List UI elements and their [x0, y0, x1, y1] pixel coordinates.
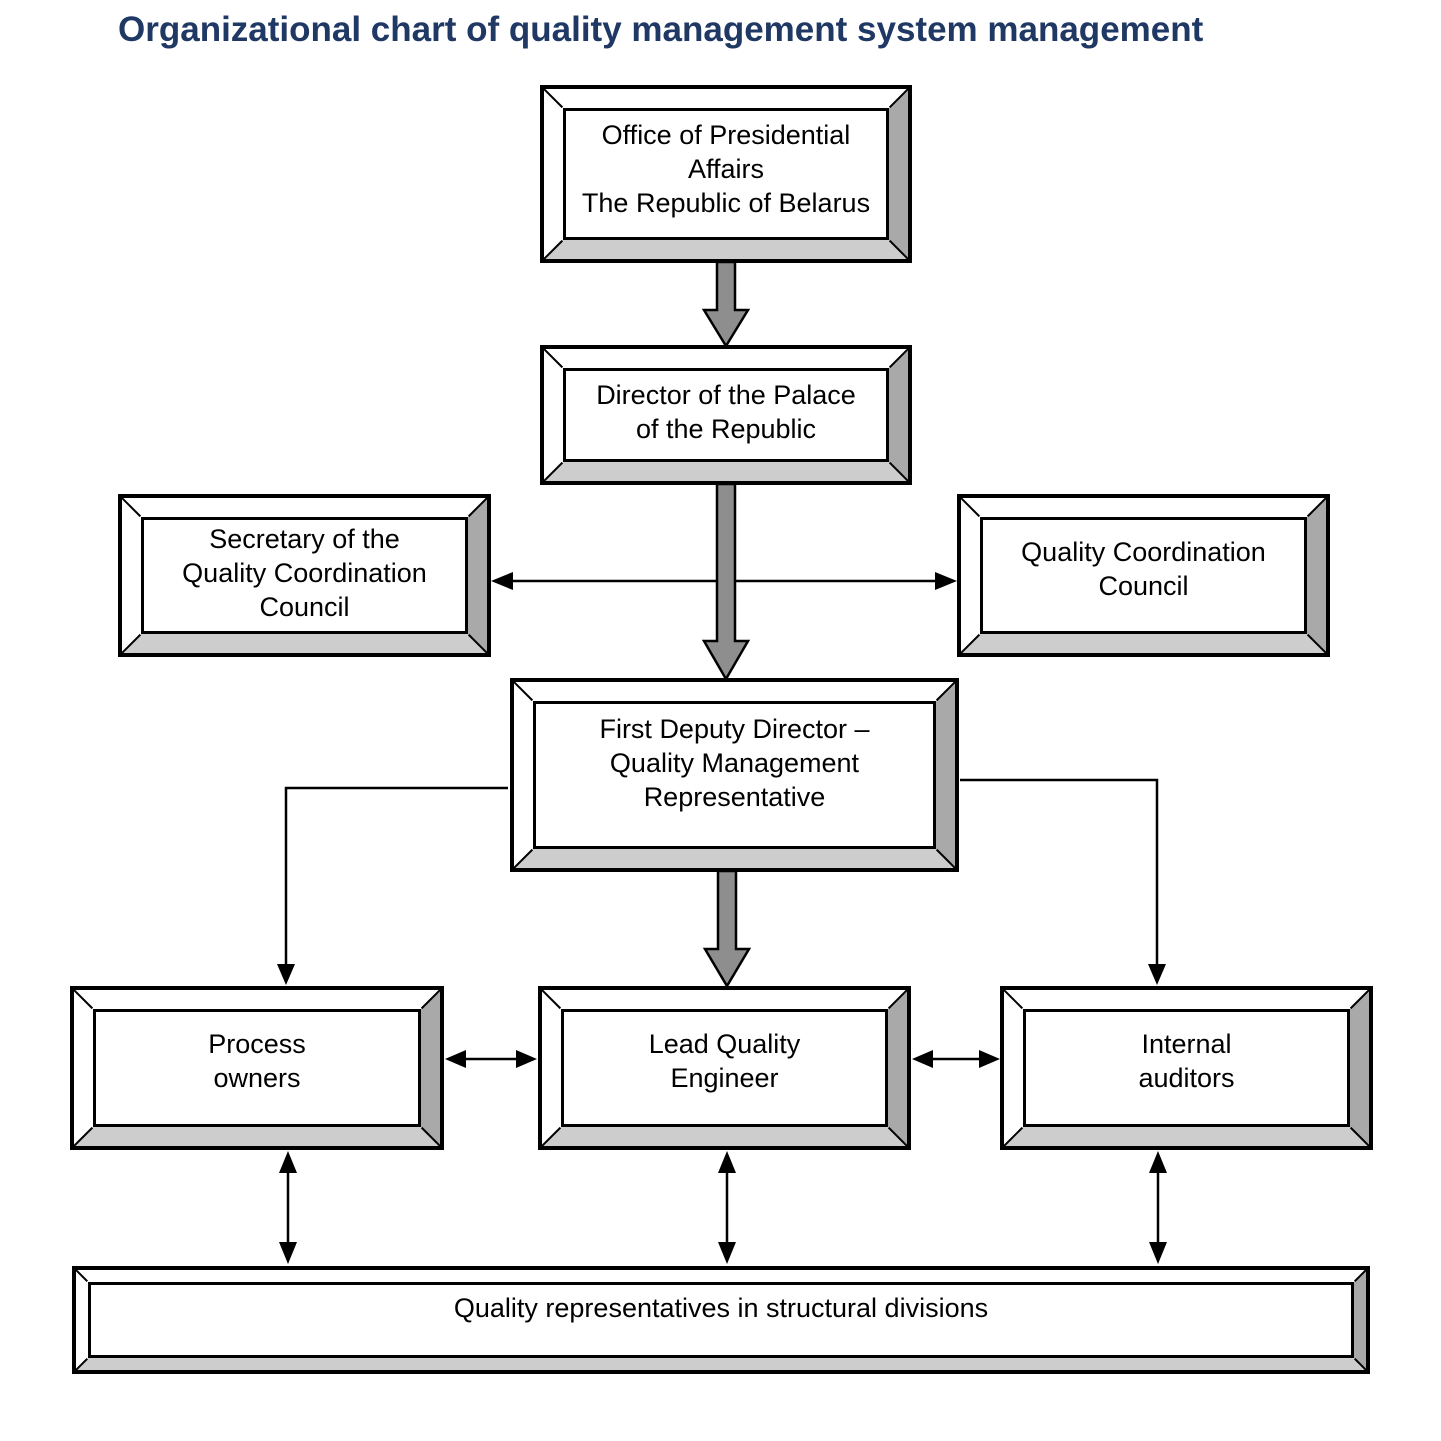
connector-secretary-council — [491, 572, 957, 590]
box-secretary-quality-council: Secretary of the Quality Coordination Co… — [118, 494, 491, 657]
box-bevel-frame — [122, 498, 487, 653]
connector-processowners-reps — [279, 1151, 297, 1264]
box-bevel-frame — [542, 990, 907, 1146]
box-label: First Deputy Director – Quality Manageme… — [533, 701, 936, 849]
box-lead-quality-engineer: Lead Quality Engineer — [538, 986, 911, 1150]
box-bevel-frame — [1004, 990, 1369, 1146]
box-quality-coordination-council: Quality Coordination Council — [957, 494, 1330, 657]
thick-down-arrow — [701, 260, 751, 349]
thick-down-arrow — [701, 482, 751, 682]
connector-auditors-reps — [1149, 1151, 1167, 1264]
arrowhead-down — [1149, 1242, 1167, 1264]
box-process-owners: Process owners — [70, 986, 444, 1150]
connector-firstdeputy-engineer — [702, 869, 752, 989]
connector-engineer-auditors — [912, 1050, 1000, 1068]
arrowhead-right — [979, 1050, 1000, 1068]
connector-engineer-reps — [718, 1151, 736, 1264]
arrowhead-left — [912, 1050, 933, 1068]
box-bevel-frame — [544, 349, 908, 481]
arrowhead-down — [718, 1242, 736, 1264]
arrowhead-left — [445, 1050, 466, 1068]
connector-firstdeputy-processowners — [277, 786, 508, 985]
arrowhead-up — [279, 1151, 297, 1173]
arrowhead-left — [491, 572, 513, 590]
box-bevel-frame — [74, 990, 440, 1146]
connector-office-director — [701, 260, 751, 349]
box-label: Quality representatives in structural di… — [88, 1282, 1354, 1358]
arrow-shaft — [284, 786, 508, 966]
arrowhead-down — [1148, 964, 1166, 985]
box-label: Process owners — [93, 1009, 421, 1127]
box-first-deputy-director: First Deputy Director – Quality Manageme… — [510, 678, 959, 872]
connector-firstdeputy-auditors — [960, 778, 1166, 985]
chart-title: Organizational chart of quality manageme… — [118, 10, 1204, 49]
box-label: Internal auditors — [1023, 1009, 1350, 1127]
box-director-palace: Director of the Palace of the Republic — [540, 345, 912, 485]
arrowhead-right — [516, 1050, 537, 1068]
box-label: Quality Coordination Council — [980, 517, 1307, 634]
box-label: Director of the Palace of the Republic — [563, 368, 889, 462]
box-bevel-frame — [76, 1270, 1366, 1370]
arrowhead-down — [277, 964, 295, 985]
box-quality-representatives: Quality representatives in structural di… — [72, 1266, 1370, 1374]
box-label: Office of Presidential Affairs The Repub… — [563, 108, 889, 240]
box-bevel-frame — [544, 89, 908, 259]
arrowhead-right — [935, 572, 957, 590]
thick-down-arrow — [702, 869, 752, 989]
arrowhead-up — [718, 1151, 736, 1173]
connector-processowners-engineer — [445, 1050, 537, 1068]
box-internal-auditors: Internal auditors — [1000, 986, 1373, 1150]
box-label: Lead Quality Engineer — [561, 1009, 888, 1127]
box-label: Secretary of the Quality Coordination Co… — [141, 517, 468, 634]
arrowhead-down — [279, 1242, 297, 1264]
box-bevel-frame — [514, 682, 955, 868]
arrowhead-up — [1149, 1151, 1167, 1173]
box-office-presidential-affairs: Office of Presidential Affairs The Repub… — [540, 85, 912, 263]
arrow-shaft — [960, 778, 1159, 966]
box-bevel-frame — [961, 498, 1326, 653]
connector-director-firstdeputy — [701, 482, 751, 682]
